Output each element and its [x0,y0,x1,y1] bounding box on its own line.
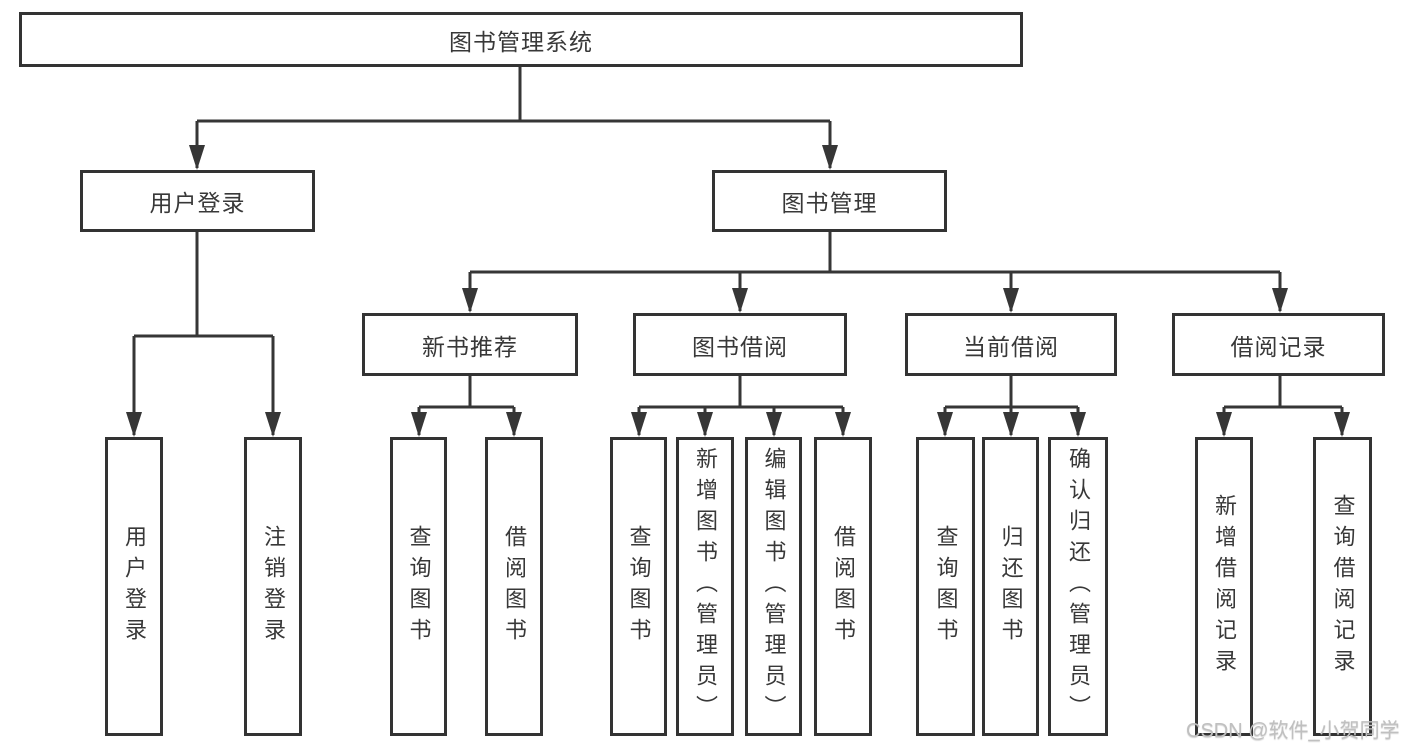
leaf-search-books-recommend: 查询图书 [390,437,447,736]
node-borrowing-records: 借阅记录 [1172,313,1385,376]
leaf-add-borrow-record: 新增借阅记录 [1195,437,1253,736]
node-root: 图书管理系统 [19,12,1023,67]
node-new-book-recommendation: 新书推荐 [362,313,578,376]
leaf-label: 归还图书 [998,524,1024,649]
leaf-label: 用户登录 [122,524,147,649]
leaf-label: 注销登录 [261,524,286,649]
leaf-label: 借阅图书 [831,524,856,649]
leaf-label: 查询图书 [406,524,432,649]
leaf-label: 编辑图书（管理员） [761,447,787,726]
node-book-management: 图书管理 [712,170,947,232]
leaf-search-books-borrowing: 查询图书 [610,437,667,736]
leaf-add-book-admin: 新增图书（管理员） [676,437,734,736]
leaf-return-book: 归还图书 [982,437,1039,736]
leaf-label: 新增借阅记录 [1212,493,1237,680]
node-book-borrowing: 图书借阅 [633,313,847,376]
leaf-edit-book-admin: 编辑图书（管理员） [745,437,802,736]
node-user-login: 用户登录 [80,170,315,232]
leaf-borrow-books-borrowing: 借阅图书 [814,437,872,736]
leaf-search-books-current: 查询图书 [916,437,975,736]
node-current-borrowing: 当前借阅 [905,313,1117,376]
leaf-user-login: 用户登录 [105,437,163,736]
leaf-label: 查询图书 [933,524,959,649]
leaf-confirm-return-admin: 确认归还（管理员） [1048,437,1108,736]
leaf-label: 确认归还（管理员） [1066,447,1091,726]
arrowhead-icons [126,145,1350,437]
leaf-search-borrow-record: 查询借阅记录 [1313,437,1372,736]
leaf-logout: 注销登录 [244,437,302,736]
watermark: CSDN @软件_小贺同学 [1186,720,1400,742]
leaf-borrow-books-recommend: 借阅图书 [485,437,543,736]
leaf-label: 查询图书 [626,524,652,649]
leaf-label: 新增图书（管理员） [693,447,718,726]
leaf-label: 借阅图书 [502,524,527,649]
leaf-label: 查询借阅记录 [1330,493,1356,680]
